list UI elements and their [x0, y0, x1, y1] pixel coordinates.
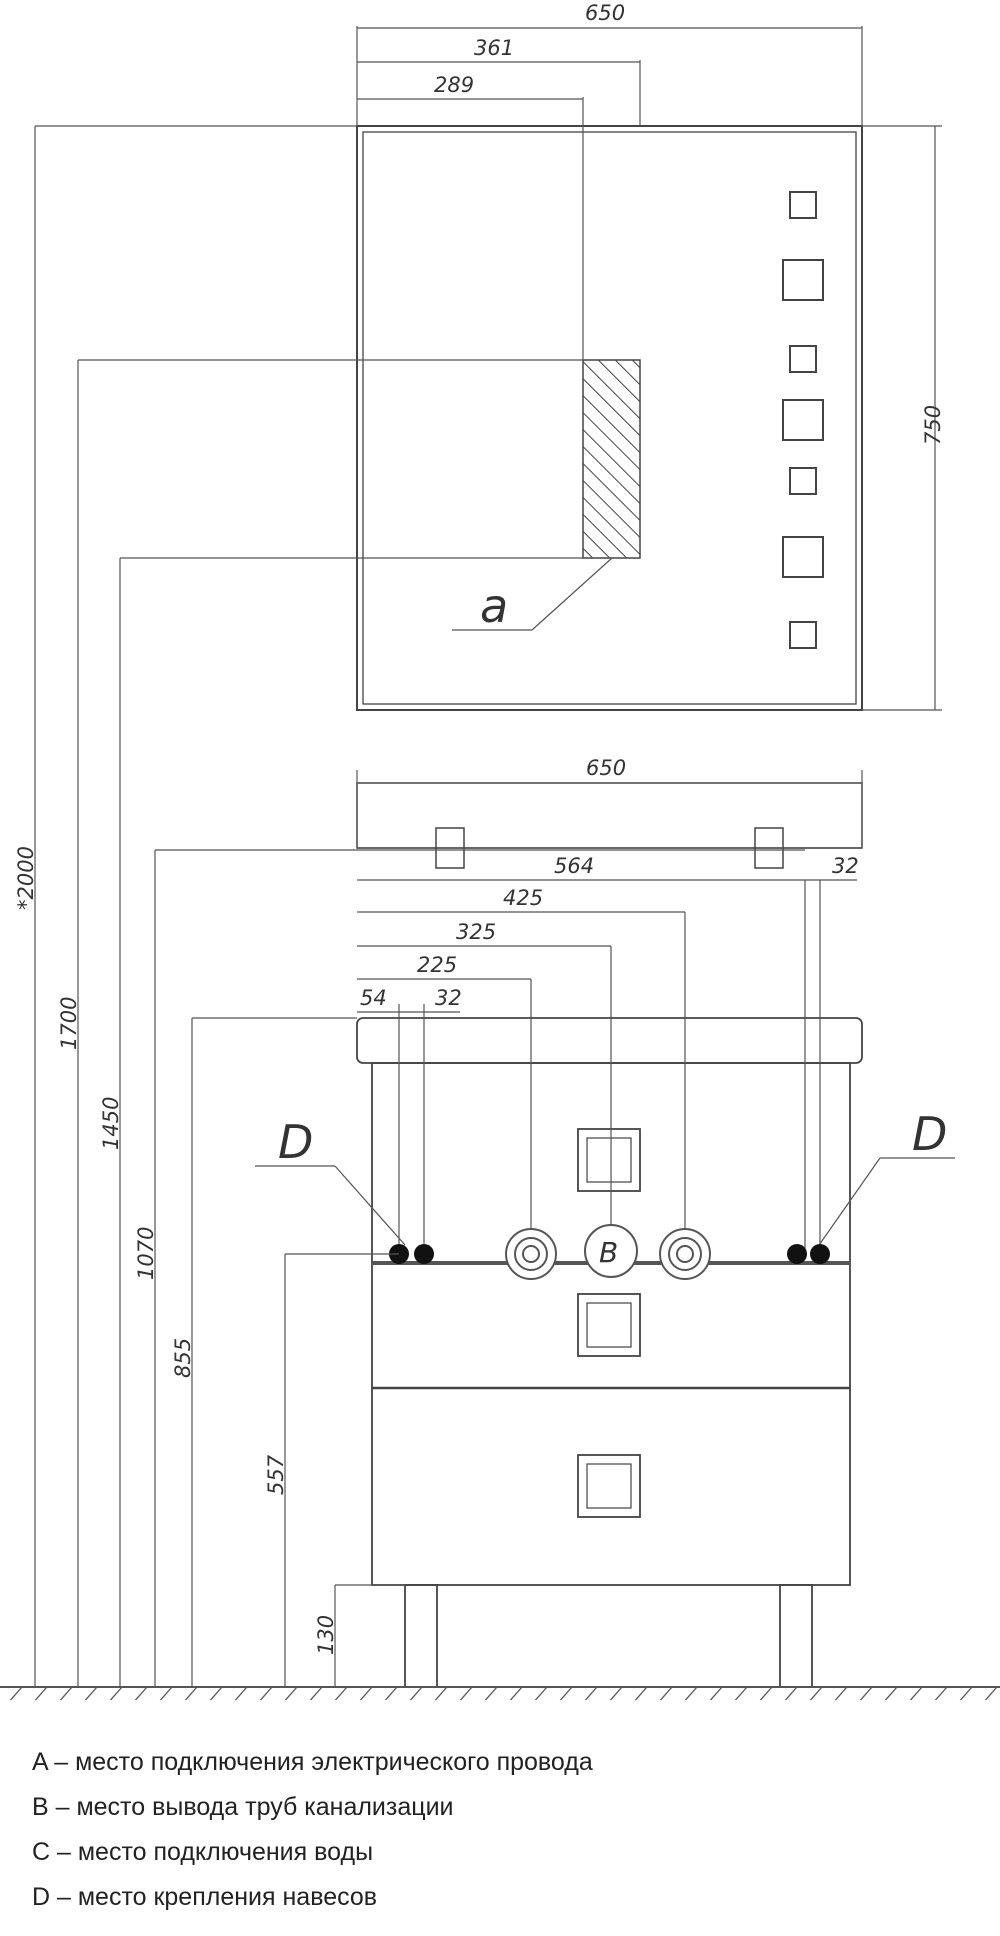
countertop-bracket	[754, 827, 784, 869]
mirror-deco-square	[789, 621, 817, 649]
legend-item-d: D – место крепления навесов	[32, 1883, 378, 1911]
mirror-deco-square	[782, 399, 824, 441]
legend-item-a: A – место подключения электрического про…	[32, 1748, 593, 1776]
mirror-frame	[356, 125, 863, 711]
door-handle	[577, 1128, 641, 1192]
height-dimension-lines	[34, 125, 805, 1687]
dimension-32-left-label: 32	[435, 986, 462, 1010]
sewer-outlet-b	[584, 1224, 638, 1278]
dimension-564-label: 564	[554, 854, 594, 878]
marker-b-label: B	[599, 1236, 618, 1269]
drawer-handle	[577, 1454, 641, 1518]
hanger-point-d	[787, 1244, 807, 1264]
height-130-label: 130	[314, 1615, 338, 1655]
height-1450-label: 1450	[99, 1097, 123, 1150]
label-d-right: D	[912, 1107, 947, 1161]
hanger-point-d	[810, 1244, 830, 1264]
dimension-361-label: 361	[474, 36, 514, 60]
label-d-left: D	[278, 1115, 313, 1169]
dimension-54-label: 54	[360, 986, 387, 1010]
dimension-32-right-label: 32	[832, 854, 859, 878]
washbasin	[356, 1017, 863, 1064]
hanger-point-d	[414, 1244, 434, 1264]
mirror-deco-square	[782, 536, 824, 578]
mirror-deco-square	[789, 467, 817, 495]
electric-connection-zone	[582, 359, 641, 559]
connection-points	[389, 1224, 830, 1280]
cabinet-leg	[779, 1584, 813, 1688]
countertop-bracket	[435, 827, 465, 869]
mirror-deco-square	[789, 191, 817, 219]
height-1070-label: 1070	[134, 1227, 158, 1280]
legend: A – место подключения электрического про…	[32, 1740, 972, 1920]
dimension-425-label: 425	[503, 886, 543, 910]
technical-drawing: 650 361 289 750 a 650 564 32 425 325 225…	[0, 1, 1000, 1700]
legend-item-c: C – место подключения воды	[32, 1838, 374, 1866]
legend-item-b: B – место вывода труб канализации	[32, 1793, 454, 1821]
floor	[0, 1686, 1000, 1700]
zone-a-label: a	[480, 579, 508, 633]
height-total-label: *2000	[14, 846, 38, 910]
water-connection-c	[659, 1228, 711, 1280]
mirror-deco-square	[782, 259, 824, 301]
mirror	[356, 125, 863, 711]
height-855-label: 855	[171, 1338, 195, 1378]
mirror-dimension-lines	[356, 26, 942, 711]
mirror-width-label: 650	[585, 1, 625, 25]
dimension-325-label: 325	[456, 920, 496, 944]
dimension-225-label: 225	[417, 953, 457, 977]
height-1700-label: 1700	[57, 997, 81, 1050]
cabinet-width-label: 650	[586, 756, 626, 780]
cabinet-dimension-lines	[255, 770, 955, 1254]
cabinet-leg	[404, 1584, 438, 1688]
drawer-handle	[577, 1293, 641, 1357]
dimension-289-label: 289	[434, 73, 474, 97]
mirror-deco-square	[789, 345, 817, 373]
mirror-height-label: 750	[921, 405, 945, 445]
water-connection-c	[505, 1228, 557, 1280]
height-557-label: 557	[264, 1454, 288, 1495]
countertop	[356, 782, 863, 849]
mirror-inner-frame	[362, 131, 857, 705]
